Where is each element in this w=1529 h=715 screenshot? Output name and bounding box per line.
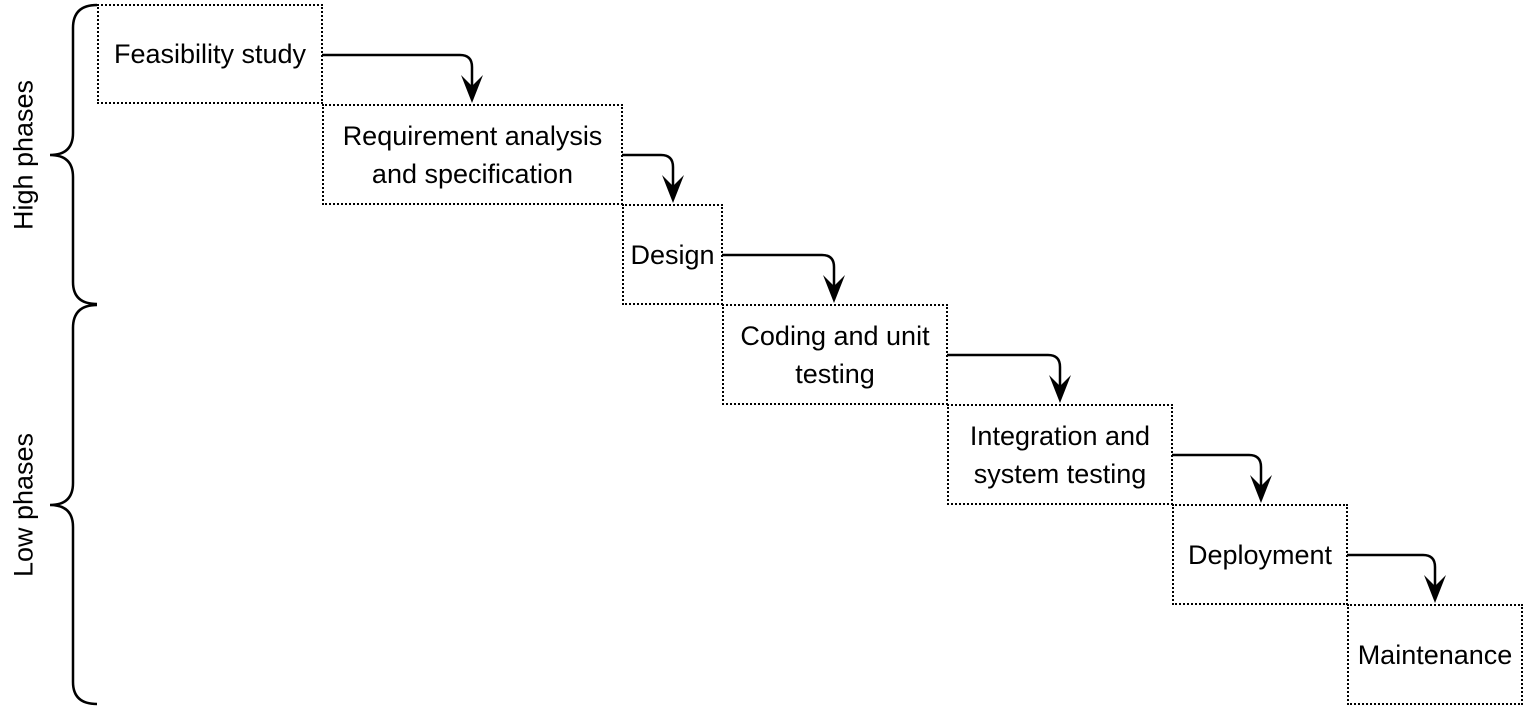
arrowhead-coding-to-integration xyxy=(1049,375,1071,403)
phase-label-integration: Integration and system testing xyxy=(969,420,1151,489)
high-phases-brace xyxy=(49,3,98,306)
arrow-requirements-to-design xyxy=(622,153,675,186)
arrow-deployment-to-maintenance xyxy=(1347,553,1437,586)
phase-box-integration: Integration and system testing xyxy=(947,404,1173,505)
arrow-coding-to-integration xyxy=(947,353,1062,386)
phase-box-coding: Coding and unit testing xyxy=(722,304,948,405)
arrowhead-deployment-to-maintenance xyxy=(1424,575,1446,603)
arrowhead-design-to-coding xyxy=(823,275,845,303)
phase-label-feasibility: Feasibility study xyxy=(113,39,307,69)
phase-box-design: Design xyxy=(622,204,723,305)
high-phases-label: High phases xyxy=(8,79,39,231)
phase-label-design: Design xyxy=(630,239,715,270)
low-phases-label: Low phases xyxy=(8,432,39,578)
phase-box-deployment: Deployment xyxy=(1172,504,1348,605)
phase-box-maintenance: Maintenance xyxy=(1347,604,1523,705)
phase-label-coding: Coding and unit testing xyxy=(740,320,930,389)
arrow-integration-to-deployment xyxy=(1172,453,1263,486)
phase-label-deployment: Deployment xyxy=(1187,539,1333,570)
arrow-feasibility-to-requirements xyxy=(322,53,474,86)
arrowhead-feasibility-to-requirements xyxy=(461,75,483,103)
phase-box-requirements: Requirement analysis and specification xyxy=(322,104,623,205)
low-phases-brace xyxy=(49,303,98,706)
phase-box-feasibility: Feasibility study xyxy=(97,4,323,104)
arrowhead-requirements-to-design xyxy=(662,175,684,203)
phase-label-maintenance: Maintenance xyxy=(1357,639,1513,670)
arrowhead-integration-to-deployment xyxy=(1250,475,1272,503)
phase-label-requirements: Requirement analysis and specification xyxy=(342,120,603,189)
arrow-design-to-coding xyxy=(722,253,836,286)
